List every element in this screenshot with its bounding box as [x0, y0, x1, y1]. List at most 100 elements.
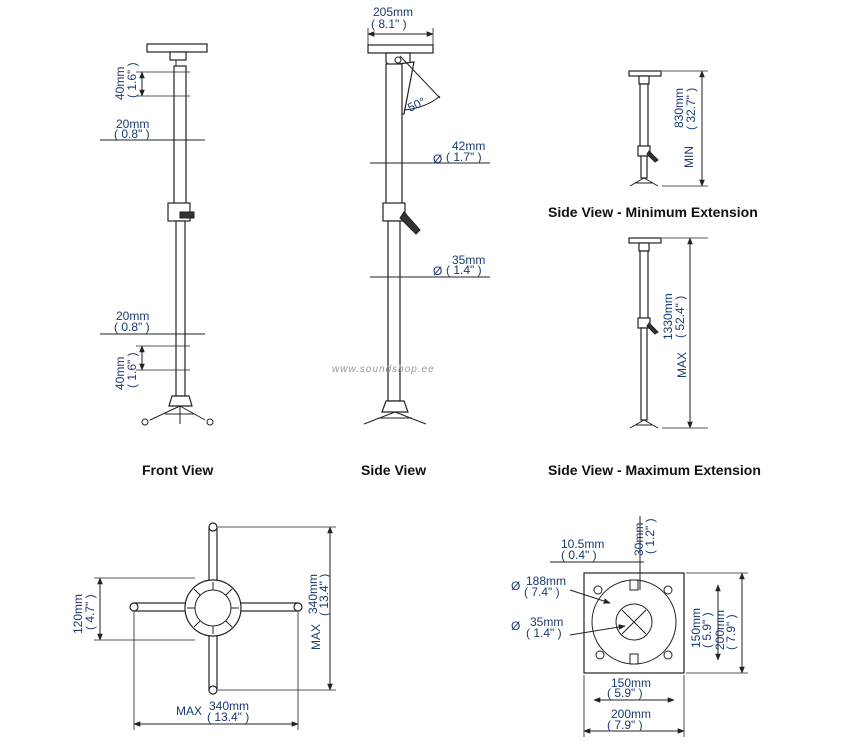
front-top-offset-in: ( 1.6" ): [125, 62, 139, 98]
spider-max-height-in: ( 13.4" ): [317, 574, 331, 616]
plate-outer-h-in: ( 7.9" ): [724, 614, 738, 650]
front-base-spider: [149, 405, 206, 424]
side-upper-tube: [385, 63, 403, 207]
front-bottom-offset-mm: 40mm: [113, 357, 127, 390]
front-view-drawing: [100, 43, 214, 426]
side-max-title: Side View - Maximum Extension: [548, 462, 761, 478]
plate-inner-w-mm: 150mm: [611, 676, 651, 690]
front-clamp-handle: [179, 211, 195, 219]
min-lower-tube: [640, 155, 648, 179]
plate-slot-mm: 10.5mm: [561, 537, 604, 551]
plate-pipe-hole: [615, 603, 653, 641]
min-label: MIN: [682, 146, 696, 168]
plate-pipe-mm: 35mm: [530, 615, 563, 629]
front-base-mount: [168, 395, 193, 407]
plate-circle-leader: [569, 589, 611, 604]
side-plate-width-mm: 205mm: [373, 5, 413, 19]
min-ceiling-plate: [628, 70, 662, 77]
min-length-mm: 830mm: [672, 88, 686, 128]
front-bottom-spacing-mm: 20mm: [116, 309, 149, 323]
max-length-mm: 1330mm: [661, 293, 675, 340]
side-base-mount: [381, 400, 409, 413]
spider-hole-left: [129, 602, 139, 612]
spider-hole-right: [293, 602, 303, 612]
spider-arm-down: [208, 631, 218, 691]
side-upper-dia-symbol: Ø: [433, 152, 442, 166]
spider-max-width-in: ( 13.4" ): [207, 710, 249, 724]
front-top-spacing-mm: 20mm: [116, 117, 149, 131]
spider-max-width-label: MAX: [176, 704, 202, 718]
min-base: [629, 177, 659, 187]
plate-hole-tl: [593, 585, 603, 595]
plate-circle-in: ( 7.4" ): [524, 585, 560, 599]
side-upper-tube-mm: 42mm: [452, 139, 485, 153]
front-bottom-spacing-in: ( 0.8" ): [114, 320, 150, 334]
side-view-title: Side View: [361, 462, 426, 478]
spider-hub-vents: [187, 582, 239, 634]
min-bracket: [638, 75, 650, 85]
max-bracket: [638, 242, 650, 252]
spider-hole-down: [208, 685, 218, 695]
plate-hole-bl: [595, 650, 605, 660]
side-tilt-arc: [403, 95, 441, 111]
plate-pipe-leader: [569, 624, 626, 636]
front-bottom-offset-in: ( 1.6" ): [125, 352, 139, 388]
min-clamp-handle: [646, 150, 659, 163]
side-ceiling-plate: [367, 44, 434, 54]
side-lower-tube-mm: 35mm: [452, 253, 485, 267]
min-upper-tube: [639, 83, 649, 151]
front-base-foot-left: [141, 418, 149, 426]
max-extension-drawing: [628, 237, 708, 429]
plate-square: [583, 572, 685, 674]
side-base-spider: [363, 411, 427, 425]
max-upper-tube: [639, 250, 649, 322]
spider-mount-drawing: [94, 522, 336, 730]
plate-inner-h-in: ( 5.9" ): [700, 612, 714, 648]
plate-outer-h-mm: 200mm: [713, 610, 727, 650]
side-view-drawing: [363, 28, 490, 425]
side-lower-dia-symbol: Ø: [433, 264, 442, 278]
front-plate-bracket: [169, 51, 187, 61]
plate-offset-mm: 30mm: [632, 523, 646, 556]
ceiling-plate-drawing: [550, 516, 748, 737]
plate-outer-w-mm: 200mm: [611, 707, 651, 721]
max-label: MAX: [675, 352, 689, 378]
plate-inner-h-mm: 150mm: [689, 608, 703, 648]
plate-offset-in: ( 1.2" ): [643, 518, 657, 554]
side-upper-tube-in: ( 1.7" ): [446, 150, 482, 164]
plate-slot-in: ( 0.4" ): [561, 548, 597, 562]
spider-arm-height-mm: 120mm: [71, 594, 85, 634]
min-extension-drawing: [628, 70, 708, 187]
spider-arm-height-in: ( 4.7" ): [83, 594, 97, 630]
min-length-in: ( 32.7" ): [684, 88, 698, 130]
side-min-title: Side View - Minimum Extension: [548, 204, 758, 220]
front-top-offset-mm: 40mm: [113, 67, 127, 100]
side-clamp-handle: [399, 211, 421, 235]
side-lower-tube-in: ( 1.4" ): [446, 263, 482, 277]
max-clamp-handle: [646, 322, 659, 335]
front-ceiling-plate: [146, 43, 208, 53]
plate-slot-top: [629, 579, 639, 591]
max-length-in: ( 52.4" ): [673, 296, 687, 338]
max-lower-tube: [640, 327, 648, 421]
max-base: [629, 419, 659, 429]
max-ceiling-plate: [628, 237, 662, 244]
spider-max-height-label: MAX: [309, 624, 323, 650]
spider-arm-up: [208, 527, 218, 587]
plate-inner-w-in: ( 5.9" ): [607, 686, 643, 700]
front-base-foot-right: [206, 418, 214, 426]
plate-slot-bottom: [629, 653, 639, 665]
spider-arm-left: [133, 602, 191, 612]
watermark: www.soundshop.ee: [332, 364, 435, 375]
side-tilt-axis: [399, 55, 441, 99]
spider-arm-right: [235, 602, 299, 612]
front-top-spacing-in: ( 0.8" ): [114, 127, 150, 141]
plate-circle-dia-symbol: Ø: [511, 579, 520, 593]
side-tilt-angle: 50°: [405, 94, 428, 114]
plate-circle-mm: 188mm: [526, 574, 566, 588]
spider-hole-up: [208, 522, 218, 532]
side-tilt-pivot: [394, 56, 402, 64]
side-plate-width-in: ( 8.1" ): [371, 17, 407, 31]
plate-hole-br: [663, 650, 673, 660]
